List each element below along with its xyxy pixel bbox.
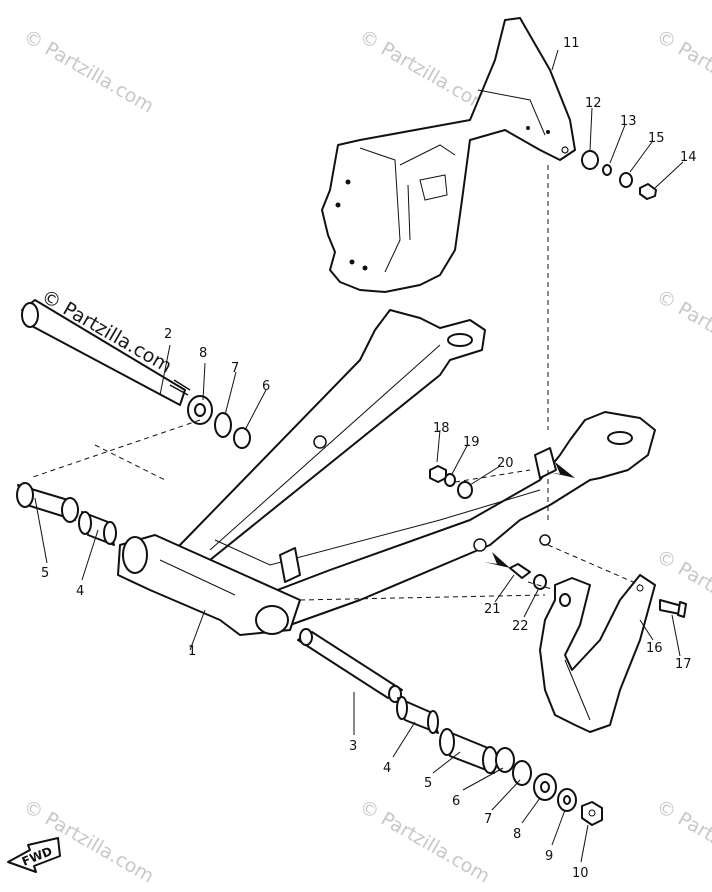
- callout-4: 4: [76, 584, 84, 599]
- bushings-left: [16, 482, 117, 546]
- callout-1: 1: [188, 644, 196, 659]
- callout-4: 4: [383, 761, 391, 776]
- callout-6: 6: [452, 794, 460, 809]
- callout-5: 5: [41, 566, 49, 581]
- callout-2: 2: [164, 327, 172, 342]
- callout-16: 16: [646, 641, 663, 656]
- callout-21: 21: [484, 602, 501, 617]
- watermark: © Partzilla.com: [356, 795, 494, 887]
- callout-14: 14: [680, 150, 697, 165]
- callout-20: 20: [497, 456, 514, 471]
- arrow-markers: [484, 462, 575, 568]
- callout-8: 8: [199, 346, 207, 361]
- watermark: © Partzilla.com: [20, 25, 158, 117]
- watermark: © Partzilla.com: [356, 25, 494, 117]
- callout-11: 11: [563, 36, 580, 51]
- torque-bracket-part-16: [539, 574, 687, 733]
- pivot-hardware-lower: [495, 747, 603, 826]
- pivot-hardware-upper: [187, 395, 251, 449]
- callout-12: 12: [585, 96, 602, 111]
- callout-8: 8: [513, 827, 521, 842]
- watermark: © Partzilla.com: [653, 795, 712, 887]
- callout-22: 22: [512, 619, 529, 634]
- callout-5: 5: [424, 776, 432, 791]
- watermark: © Partzilla.com: [653, 285, 712, 377]
- swing-arm-part-1: [117, 309, 656, 636]
- callout-3: 3: [349, 739, 357, 754]
- hardware-middle: [429, 465, 473, 499]
- callout-18: 18: [433, 421, 450, 436]
- callout-7: 7: [231, 361, 239, 376]
- callout-6: 6: [262, 379, 270, 394]
- chain-guard-part-11: [321, 17, 576, 293]
- watermark: © Partzilla.com: [653, 25, 712, 117]
- hardware-upper-right: [581, 150, 657, 200]
- assembly-lines: [29, 165, 641, 601]
- callout-13: 13: [620, 114, 637, 129]
- forward-direction-arrow: FWD: [7, 837, 61, 873]
- callout-7: 7: [484, 812, 492, 827]
- pivot-bolt-part-2: [21, 299, 191, 406]
- hardware-lower-middle: [509, 563, 547, 590]
- callout-numbers: 1 2 3 4 4 5 5 6 6 7 7 8 8 9 10 11 12 13 …: [41, 36, 697, 881]
- callout-10: 10: [572, 866, 589, 881]
- shaft-and-bushings-lower: [297, 628, 498, 774]
- callout-19: 19: [463, 435, 480, 450]
- watermark: © Partzilla.com: [653, 545, 712, 637]
- leader-lines: [34, 49, 684, 863]
- callout-15: 15: [648, 131, 665, 146]
- callout-9: 9: [545, 849, 553, 864]
- callout-17: 17: [675, 657, 692, 672]
